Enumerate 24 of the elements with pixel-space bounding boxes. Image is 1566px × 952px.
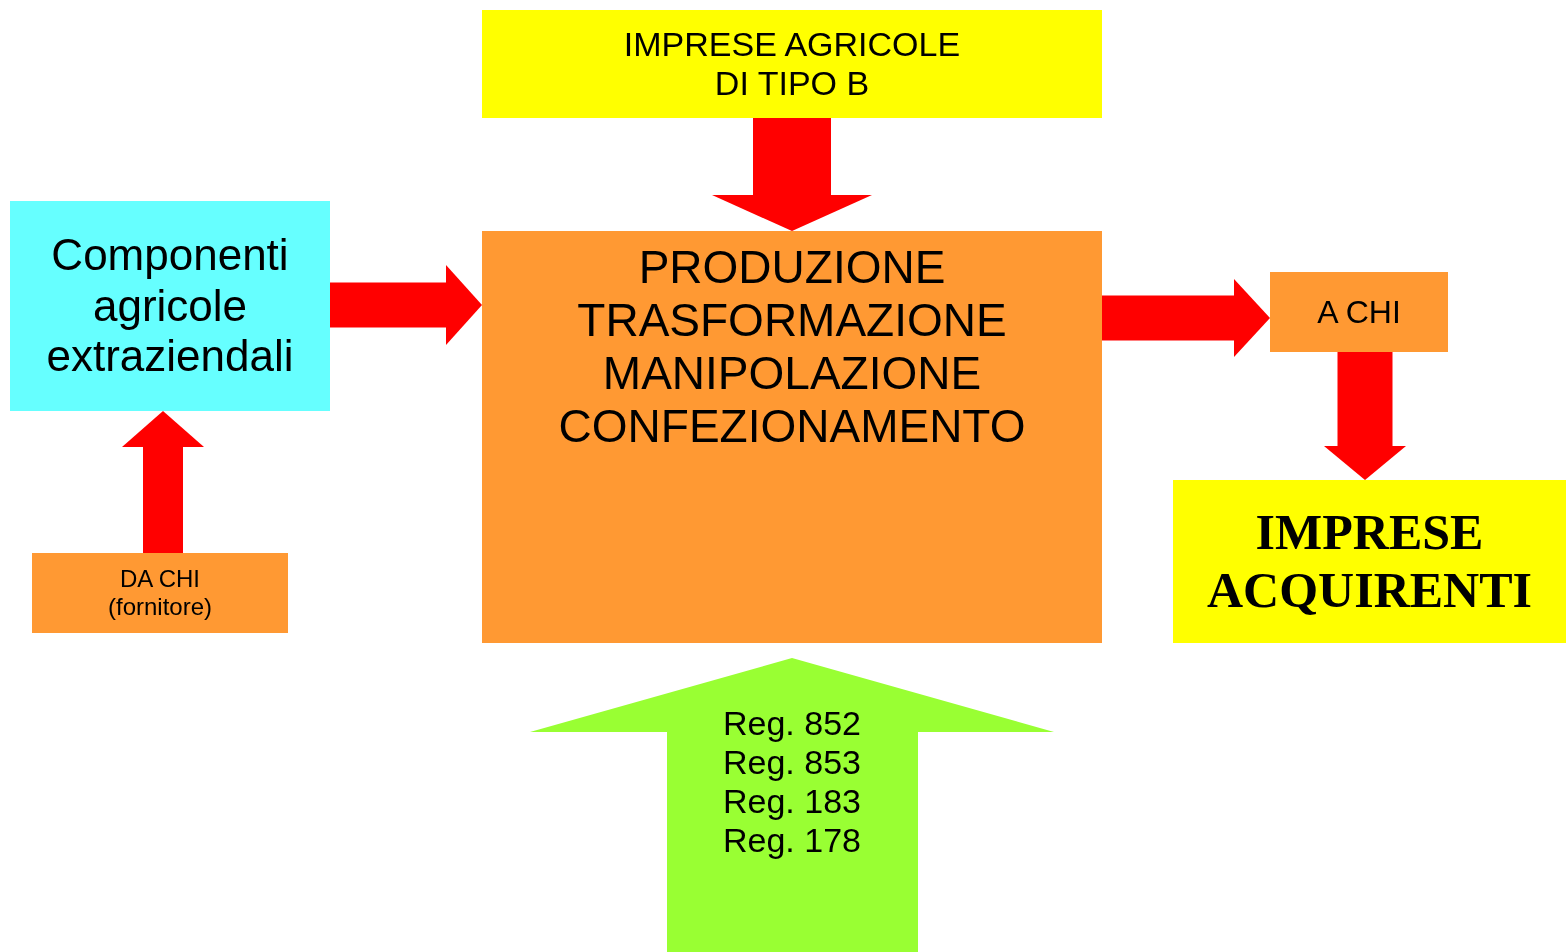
box-label: PRODUZIONE — [637, 241, 947, 294]
box-label: A CHI — [1316, 293, 1402, 331]
process-box — [1270, 272, 1448, 352]
box-label: CONFEZIONAMENTO — [557, 399, 1027, 453]
block-arrow — [122, 411, 204, 553]
box-label: TRASFORMAZIONE — [576, 293, 1008, 347]
block-arrow — [712, 118, 872, 231]
box-label: Reg. 852 — [722, 704, 862, 744]
box-label: Reg. 183 — [722, 782, 862, 822]
box-label: IMPRESE ACQUIRENTI — [1205, 504, 1534, 619]
process-box — [32, 553, 288, 633]
block-arrow — [1102, 279, 1270, 357]
box-label: Componenti agricole extraziendali — [45, 230, 295, 382]
box-label: IMPRESE AGRICOLE DI TIPO B — [622, 24, 962, 104]
box-label: Reg. 178 — [722, 821, 862, 861]
process-box — [10, 201, 330, 411]
process-box — [1173, 480, 1566, 643]
box-label: Reg. 853 — [722, 743, 862, 783]
block-arrow — [1324, 352, 1406, 480]
block-arrow — [330, 265, 482, 345]
box-label: DA CHI (fornitore) — [107, 565, 213, 621]
box-label: MANIPOLAZIONE — [601, 346, 983, 400]
process-box — [482, 231, 1102, 643]
process-box — [482, 10, 1102, 118]
